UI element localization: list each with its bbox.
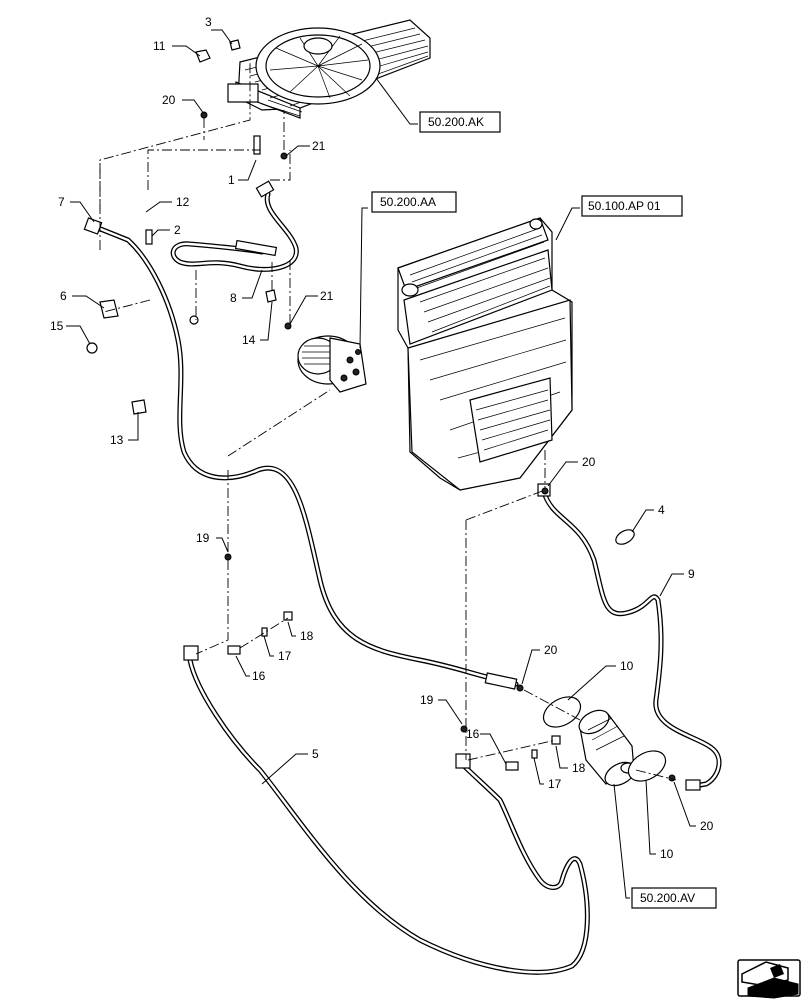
- callout-20-right: 20: [582, 455, 596, 469]
- ref-compressor-label: 50.200.AA: [380, 195, 436, 209]
- cap-18-left: [283, 611, 293, 621]
- o-ring-19-right: [460, 725, 468, 733]
- callout-3: 3: [205, 15, 212, 29]
- o-ring-20-lower: [668, 774, 676, 782]
- callout-5: 5: [312, 747, 319, 761]
- callout-16: 16: [252, 669, 266, 683]
- callout-4: 4: [658, 503, 665, 517]
- bolt-15: [86, 342, 98, 354]
- small-parts: [86, 39, 676, 782]
- bracket-11: [195, 49, 211, 63]
- leader-lines: [66, 29, 696, 899]
- callout-8: 8: [230, 291, 237, 305]
- callout-19-right: 19: [420, 693, 434, 707]
- compressor-assembly: [297, 335, 367, 393]
- hoses: [83, 180, 722, 975]
- callout-1: 1: [228, 173, 235, 187]
- callout-10-lower: 10: [660, 847, 674, 861]
- valve-16-right: [505, 761, 519, 771]
- ref-hvac-unit[interactable]: 50.100.AP 01: [581, 195, 683, 217]
- ring-4: [615, 529, 635, 545]
- callout-21: 21: [312, 139, 326, 153]
- core-17-right: [531, 749, 538, 759]
- hvac-unit-assembly: [397, 217, 573, 491]
- callout-15: 15: [50, 319, 64, 333]
- ref-condenser-label: 50.200.AK: [428, 115, 484, 129]
- callout-19: 19: [196, 531, 210, 545]
- callout-labels: 3 11 20 21 1 7 12 2 6 15 8 14 21 13 19 2…: [50, 15, 714, 861]
- ref-receiver-drier[interactable]: 50.200.AV: [631, 887, 717, 909]
- callout-11: 11: [153, 39, 166, 53]
- clamp-10-upper: [542, 696, 582, 728]
- callout-21-lower: 21: [320, 289, 334, 303]
- callout-2: 2: [174, 223, 181, 237]
- nut-3: [229, 39, 241, 51]
- o-ring-20-top: [200, 111, 208, 119]
- machine-orientation-arrow-icon: [737, 959, 801, 999]
- o-ring-20-mid: [516, 684, 524, 692]
- clip-13: [131, 399, 147, 415]
- ref-receiver-drier-label: 50.200.AV: [640, 891, 695, 905]
- callout-12: 12: [176, 195, 190, 209]
- callout-18: 18: [300, 629, 314, 643]
- connection-lines: [99, 60, 677, 781]
- bolt-1: [253, 135, 261, 155]
- callout-6: 6: [60, 289, 67, 303]
- core-17-left: [261, 627, 268, 637]
- ref-compressor[interactable]: 50.200.AA: [371, 191, 457, 213]
- callout-16-right: 16: [466, 727, 480, 741]
- callout-20-lower: 20: [700, 819, 714, 833]
- o-ring-21-top: [280, 152, 288, 160]
- bolt-2: [145, 229, 153, 245]
- clamp-8: [189, 315, 199, 325]
- callout-20: 20: [162, 93, 176, 107]
- condenser-fan-assembly: [227, 19, 431, 119]
- receiver-drier: [578, 709, 636, 787]
- callout-7: 7: [58, 195, 65, 209]
- clamp-10-lower: [627, 750, 667, 782]
- callout-9: 9: [688, 567, 695, 581]
- o-ring-20-right: [541, 487, 549, 495]
- callout-17: 17: [278, 649, 292, 663]
- ref-hvac-unit-label: 50.100.AP 01: [588, 199, 661, 213]
- o-ring-21-mid: [284, 322, 292, 330]
- callout-17-right: 17: [548, 777, 562, 791]
- clip-6: [99, 299, 119, 319]
- callout-10: 10: [620, 659, 634, 673]
- callout-14: 14: [242, 333, 256, 347]
- switch-14: [265, 289, 277, 303]
- callout-13: 13: [110, 433, 124, 447]
- callout-20-mid: 20: [544, 643, 558, 657]
- callout-18-right: 18: [572, 761, 586, 775]
- ref-condenser[interactable]: 50.200.AK: [419, 111, 501, 133]
- valve-16-left: [227, 645, 241, 655]
